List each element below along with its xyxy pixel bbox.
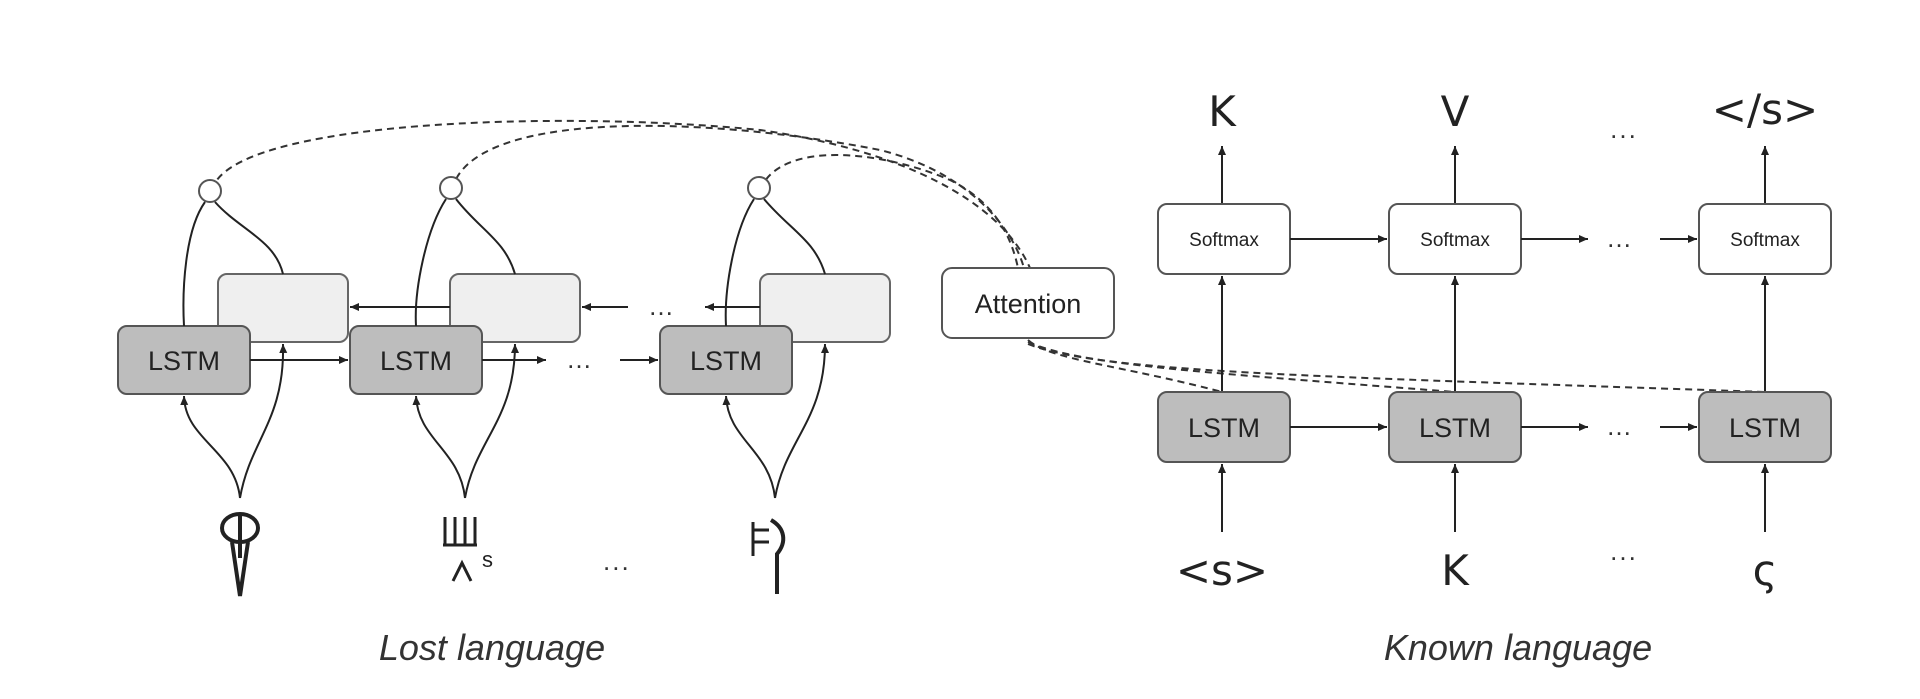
combine-node-3 [747, 176, 771, 200]
input-1-to-lstm [180, 395, 241, 499]
known-output-2: V [1441, 87, 1470, 136]
known-input-ellipsis: ... [1610, 536, 1638, 566]
input-1-to-backward [239, 343, 288, 499]
attention-box [941, 267, 1115, 339]
forward-ellipsis: … [566, 344, 594, 374]
node-2-to-lstm [414, 198, 447, 327]
attention-module: Attention [941, 267, 1766, 393]
known-output-ellipsis: ... [1610, 114, 1638, 144]
combine-node-2 [439, 176, 463, 200]
node-3-to-backward [763, 198, 826, 275]
input-2-to-lstm [412, 395, 466, 499]
attention-label: Attention [975, 289, 1082, 319]
input-3-to-lstm [722, 395, 776, 499]
lost-glyph-1 [220, 512, 260, 597]
known-input-2: K [1441, 546, 1470, 595]
node-2-to-backward [455, 198, 516, 275]
known-input-1: <s> [1176, 546, 1268, 595]
known-lstm-ellipsis: … [1606, 411, 1634, 441]
node-1-to-backward [214, 201, 284, 275]
known-output-3: </s> [1712, 85, 1818, 134]
lost-glyph-2: s [443, 517, 493, 582]
attention-link-3 [759, 154, 1019, 269]
lost-language-caption: Lost language [379, 627, 605, 668]
lost-glyph-3 [751, 518, 786, 594]
known-language-caption: Known language [1384, 627, 1652, 668]
softmax-3-label: Softmax [1730, 230, 1800, 251]
backward-ellipsis: … [648, 291, 676, 321]
lost-lstm-3-label: LSTM [690, 346, 762, 376]
lost-language-encoder: … LSTM LSTM LSTM … [117, 119, 1031, 668]
attention-to-decoder-1 [1027, 339, 1223, 393]
known-output-1: K [1208, 87, 1237, 136]
attention-link-2 [451, 124, 1025, 269]
known-lstm-3 [1698, 391, 1832, 463]
combine-node-1 [198, 179, 222, 203]
softmax-3 [1698, 203, 1832, 275]
svg-text:s: s [482, 547, 493, 572]
softmax-2-label: Softmax [1420, 230, 1490, 251]
known-lstm-3-label: LSTM [1729, 413, 1801, 443]
lost-input-ellipsis: ... [603, 546, 631, 576]
known-input-3: ς [1753, 546, 1778, 595]
known-lstm-2-label: LSTM [1419, 413, 1491, 443]
attention-to-decoder-3 [1027, 343, 1766, 393]
known-lstm-1-label: LSTM [1188, 413, 1260, 443]
input-2-to-backward [464, 343, 519, 499]
attention-to-decoder-2 [1027, 341, 1456, 393]
node-3-to-lstm [724, 198, 755, 327]
lost-lstm-2-label: LSTM [380, 346, 452, 376]
softmax-1-label: Softmax [1189, 230, 1259, 251]
node-1-to-lstm [182, 201, 206, 327]
attention-link-1 [211, 119, 1031, 269]
input-3-to-backward [774, 343, 829, 499]
softmax-ellipsis: … [1606, 223, 1634, 253]
lost-lstm-1-label: LSTM [148, 346, 220, 376]
known-language-decoder: K V ... </s> Softmax Softmax Softmax … L… [1157, 85, 1832, 668]
